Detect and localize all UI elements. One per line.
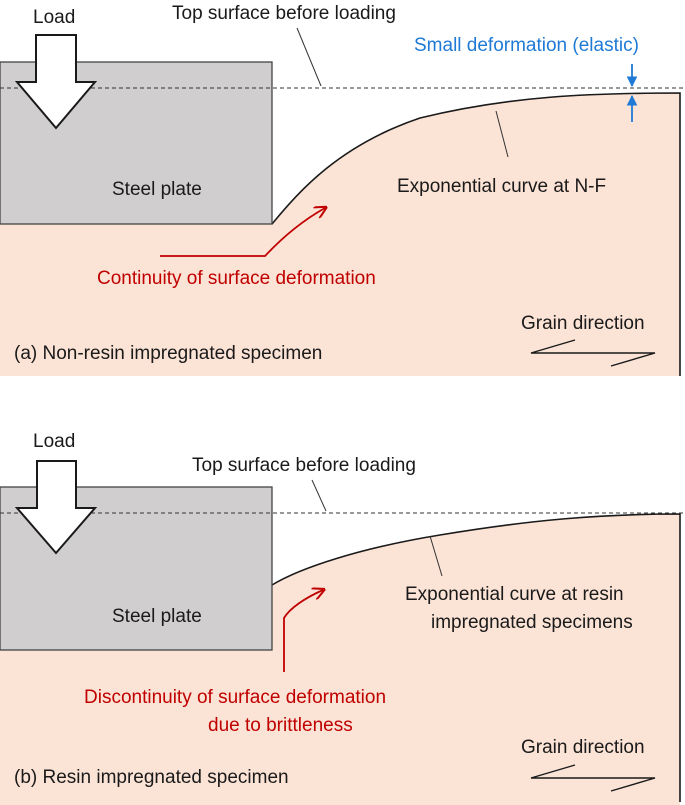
load-arrow-icon-a: [14, 34, 98, 130]
panel-b-caption: (b) Resin impregnated specimen: [14, 767, 289, 788]
steel-plate-label-a: Steel plate: [112, 179, 202, 200]
top-surface-label-a: Top surface before loading: [172, 3, 396, 24]
discontinuity-label-line1: Discontinuity of surface deformation: [84, 687, 386, 708]
load-label-a: Load: [33, 7, 75, 28]
steel-plate-label-b: Steel plate: [112, 606, 202, 627]
grain-label-b: Grain direction: [521, 737, 645, 758]
grain-label-a: Grain direction: [521, 313, 645, 334]
top-surface-leader-a: [296, 27, 322, 87]
curve-label-a: Exponential curve at N-F: [397, 176, 606, 197]
curve-leader-a: [495, 110, 509, 158]
specimen-a: [0, 93, 680, 376]
continuity-arrow-icon: [160, 208, 325, 257]
load-label-b: Load: [33, 431, 75, 452]
surface-curve-a: [271, 92, 681, 376]
grain-direction-icon-a: [530, 339, 656, 367]
curve-label-b-line1: Exponential curve at resin: [405, 584, 624, 605]
curve-label-b-line2: impregnated specimens: [431, 612, 633, 633]
specimen-b: [0, 514, 680, 805]
panel-a-caption: (a) Non-resin impregnated specimen: [14, 343, 322, 364]
panel-b: Load Top surface before loading Steel pl…: [0, 431, 685, 805]
surface-curve-b: [271, 513, 681, 802]
grain-direction-icon-b: [530, 764, 656, 792]
discontinuity-label-line2: due to brittleness: [208, 715, 353, 736]
load-arrow-icon-b: [14, 460, 98, 555]
panel-a: Load Top surface before loading Small de…: [0, 3, 685, 376]
top-surface-leader-b: [311, 479, 327, 512]
curve-leader-b: [429, 535, 443, 577]
continuity-label: Continuity of surface deformation: [97, 268, 376, 289]
top-surface-label-b: Top surface before loading: [192, 455, 416, 476]
discontinuity-arrow-icon: [283, 590, 323, 672]
small-deformation-label-a: Small deformation (elastic): [414, 35, 639, 56]
